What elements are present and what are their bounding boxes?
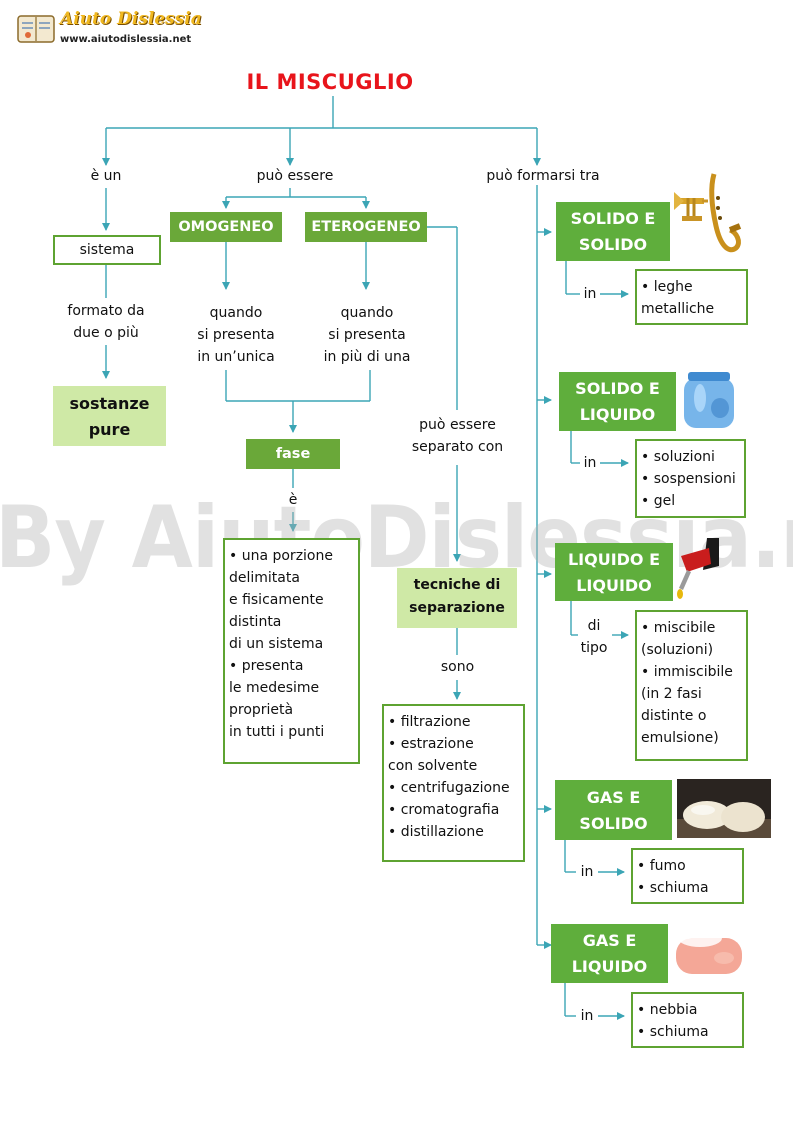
cat5-item-2: • schiuma [637, 1024, 709, 1040]
link-puo-formarsi-tra: può formarsi tra [486, 168, 600, 184]
cat5-link: in [580, 1008, 594, 1024]
cat1-items-box: • leghe metalliche [635, 269, 748, 325]
link-e: è [288, 492, 298, 508]
cat2-title-line2: LIQUIDO [579, 405, 656, 424]
etero-line2: si presenta [328, 327, 406, 343]
omo-line2: si presenta [197, 327, 275, 343]
omo-line3: in un’unica [197, 349, 275, 365]
cat3-title-line2: LIQUIDO [576, 576, 652, 595]
category-gas-liquido: GAS E LIQUIDO [551, 924, 668, 983]
node-eterogeneo: ETEROGENEO [305, 212, 427, 242]
fase-desc-8: proprietà [229, 702, 294, 718]
logo-name: Aiuto Dislessia [60, 9, 202, 29]
category-gas-solido: GAS E SOLIDO [555, 780, 672, 840]
page-title: IL MISCUGLIO [246, 70, 414, 94]
tecnica-5: • cromatografia [388, 802, 500, 818]
tecnica-1: • filtrazione [388, 714, 471, 730]
cat3-item-2: (soluzioni) [641, 642, 714, 658]
etero-line1: quando [340, 305, 394, 321]
category-solido-liquido: SOLIDO E LIQUIDO [559, 372, 676, 431]
link-formato-line1: formato da [67, 303, 145, 319]
fuel-nozzle-image [673, 536, 721, 600]
node-sistema: sistema [53, 235, 161, 265]
logo-url[interactable]: www.aiutodislessia.net [60, 34, 192, 45]
cat1-link: in [583, 286, 597, 302]
cat2-item-1: • soluzioni [641, 449, 715, 465]
cat3-item-1: • miscibile [641, 620, 716, 636]
cat4-title-line1: GAS E [586, 788, 641, 807]
node-sostanze-pure: sostanze pure [53, 386, 166, 446]
sep-line1: può essere [419, 417, 496, 433]
category-liquido-liquido: LIQUIDO E LIQUIDO [555, 543, 673, 601]
link-puo-essere: può essere [256, 168, 334, 184]
cat5-item-1: • nebbia [637, 1002, 698, 1018]
link-eterogeneo-quando: quando si presenta in più di una [311, 302, 423, 368]
cat4-item-1: • fumo [637, 858, 686, 874]
cat5-items-box: • nebbia • schiuma [631, 992, 744, 1048]
cat3-item-5: distinte o [641, 708, 707, 724]
fase-desc-1: • una porzione [229, 548, 333, 564]
node-sistema-label: sistema [79, 242, 135, 258]
logo-book-icon [16, 12, 56, 46]
fase-desc-4: distinta [229, 614, 282, 630]
cat3-items-box: • miscibile (soluzioni) • immiscibile (i… [635, 610, 748, 761]
link-sono: sono [440, 659, 475, 675]
link-separato-con: può essere separato con [400, 414, 515, 458]
fase-desc-7: le medesime [229, 680, 320, 696]
fase-desc-5: di un sistema [229, 636, 324, 652]
sostanze-line1: sostanze [69, 394, 150, 413]
trumpet-saxophone-image [670, 168, 742, 264]
jar-gel-image [678, 368, 742, 432]
link-formato-line2: due o più [73, 325, 139, 341]
cat3-link: di tipo [576, 615, 612, 659]
fase-desc-9: in tutti i punti [229, 724, 325, 740]
cat2-items-box: • soluzioni • sospensioni • gel [635, 439, 746, 518]
tecniche-list-box: • filtrazione • estrazione con solvente … [382, 704, 525, 862]
cat5-title-line2: LIQUIDO [571, 957, 648, 976]
cat3-item-3: • immiscibile [641, 664, 733, 680]
cat4-link: in [580, 864, 594, 880]
cat2-title-line1: SOLIDO E [575, 379, 660, 398]
tecniche-line1: tecniche di [413, 577, 501, 593]
cat4-title-line2: SOLIDO [579, 814, 648, 833]
tecnica-3: con solvente [388, 758, 478, 774]
node-fase: fase [246, 439, 340, 469]
cat3-item-6: emulsione) [641, 730, 719, 746]
node-omogeneo: OMOGENEO [170, 212, 282, 242]
cat4-items-box: • fumo • schiuma [631, 848, 744, 904]
omo-line1: quando [209, 305, 263, 321]
cat1-item-2: metalliche [641, 301, 715, 317]
cat3-title-line1: LIQUIDO E [567, 550, 661, 569]
cat3-link-line1: di [587, 618, 601, 634]
fase-desc-2: delimitata [229, 570, 300, 586]
link-formato-da: formato da due o più [46, 300, 166, 344]
fase-description-box: • una porzione delimitata e fisicamente … [223, 538, 360, 764]
soap-foam-image [670, 920, 748, 980]
bread-dough-image [677, 779, 771, 838]
cat1-title-line2: SOLIDO [578, 235, 648, 254]
cat1-item-1: • leghe [641, 279, 693, 295]
tecnica-2: • estrazione [388, 736, 474, 752]
tecniche-line2: separazione [409, 600, 505, 616]
fase-desc-3: e fisicamente [229, 592, 324, 608]
sep-line2: separato con [411, 439, 504, 455]
category-solido-solido: SOLIDO E SOLIDO [556, 202, 670, 261]
cat2-item-2: • sospensioni [641, 471, 736, 487]
tecnica-4: • centrifugazione [388, 780, 510, 796]
cat1-title-line1: SOLIDO E [570, 209, 656, 228]
sostanze-line2: pure [88, 420, 131, 439]
link-omogeneo-quando: quando si presenta in un’unica [176, 302, 296, 368]
node-tecniche-separazione: tecniche di separazione [397, 568, 517, 628]
cat3-link-line2: tipo [580, 640, 608, 656]
cat4-item-2: • schiuma [637, 880, 709, 896]
cat5-title-line1: GAS E [582, 931, 637, 950]
fase-desc-6: • presenta [229, 658, 304, 674]
cat3-item-4: (in 2 fasi [641, 686, 702, 702]
cat2-link: in [583, 455, 597, 471]
tecnica-6: • distillazione [388, 824, 484, 840]
cat2-item-3: • gel [641, 493, 676, 509]
etero-line3: in più di una [323, 349, 411, 365]
link-e-un: è un [90, 168, 122, 184]
